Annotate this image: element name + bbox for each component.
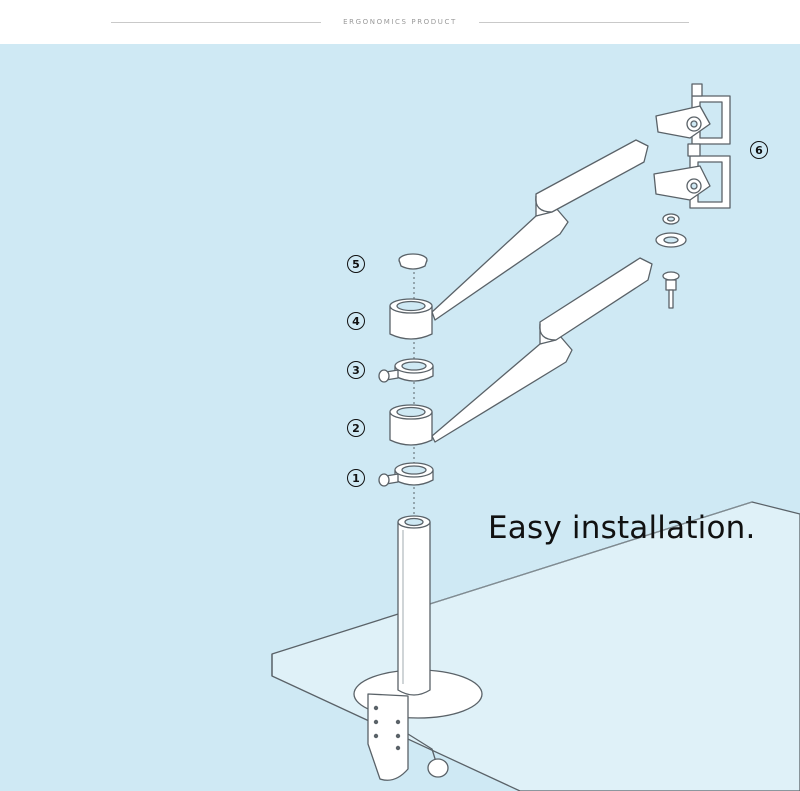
callout-4: 4: [347, 312, 365, 330]
monitor-arm-illustration: [271, 83, 800, 791]
callout-6: 6: [750, 141, 768, 159]
callout-1: 1: [347, 469, 365, 487]
illustration-panel: 1 2 3 4 5 6 Easy installation.: [0, 44, 800, 791]
callout-2: 2: [347, 419, 365, 437]
header-title: ERGONOMICS PRODUCT: [343, 18, 457, 26]
installation-caption: Easy installation.: [488, 510, 756, 546]
header-divider-right: [478, 21, 689, 23]
header-bar: ERGONOMICS PRODUCT: [0, 0, 800, 44]
callout-5: 5: [347, 255, 365, 273]
callout-3: 3: [347, 361, 365, 379]
header-divider-left: [111, 21, 322, 23]
